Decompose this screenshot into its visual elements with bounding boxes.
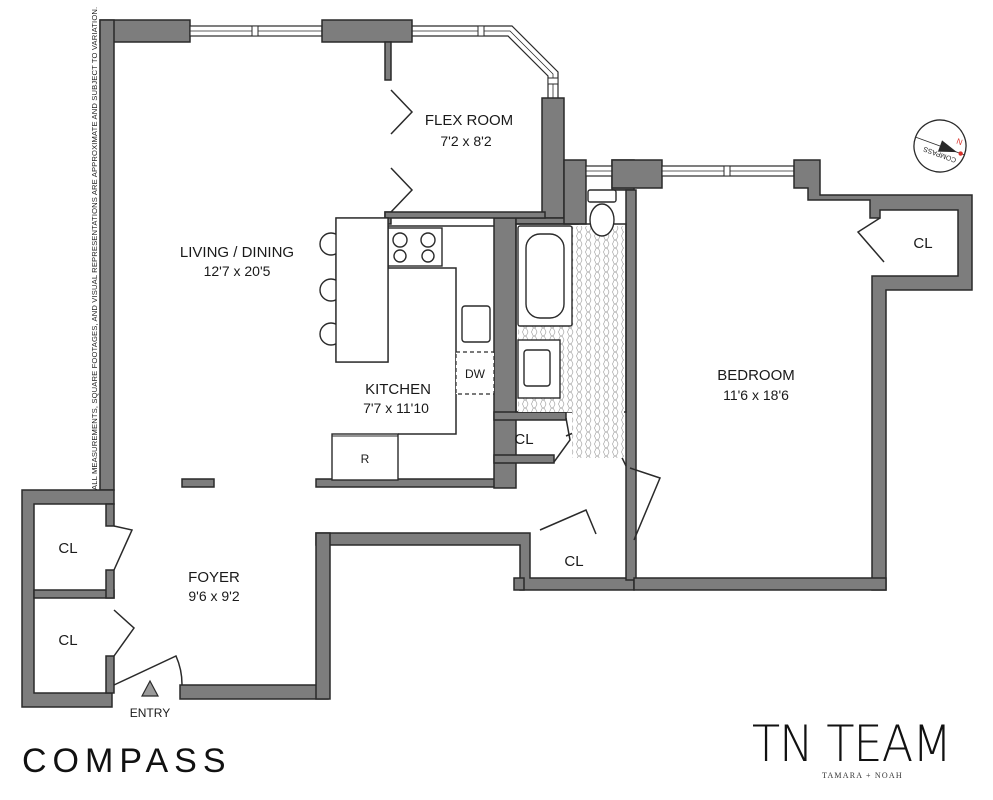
foyer-dims: 9'6 x 9'2 — [188, 588, 239, 604]
wall-flex-east — [541, 97, 565, 219]
window-bedroom — [661, 165, 795, 177]
disclaimer-text: ALL MEASUREMENTS, SQUARE FOOTAGES, AND V… — [90, 6, 99, 490]
kitchen-name: KITCHEN — [365, 381, 431, 398]
wall-bedroom-east — [793, 159, 973, 591]
foyer-closet-bottom-label: CL — [58, 632, 77, 649]
window-living — [189, 25, 323, 37]
kitchen-sink — [461, 305, 491, 343]
wall-bath-closet-top — [493, 411, 567, 421]
toilet-bowl — [589, 203, 615, 237]
bedroom-dims: 11'6 x 18'6 — [723, 387, 789, 403]
window-flex — [412, 25, 559, 98]
wall-flex-south — [384, 211, 546, 219]
island-top — [335, 217, 389, 363]
wall-foyer-closet-a — [105, 503, 115, 527]
kitchen-fixtures — [319, 217, 495, 481]
team-logo-subtitle: TAMARA + NOAH — [822, 771, 903, 780]
wall-top-mid — [321, 19, 413, 43]
dishwasher — [455, 351, 495, 395]
room-labels: FLEX ROOM 7'2 x 8'2 LIVING / DINING 12'7… — [58, 112, 932, 720]
burner-3 — [393, 249, 407, 263]
wall-bath-closet-bottom — [493, 454, 555, 464]
refrigerator-label: R — [361, 452, 370, 466]
entry-arrow-icon — [141, 679, 159, 697]
living-dining-name: LIVING / DINING — [180, 244, 294, 261]
bedroom-closet-label: CL — [913, 235, 932, 252]
flex-room-dims: 7'2 x 8'2 — [440, 133, 491, 149]
wall-south-mid — [315, 532, 635, 591]
burner-1 — [392, 232, 408, 248]
burner-2 — [420, 232, 436, 248]
wall-bedroom-west — [625, 189, 637, 581]
bath-closet-label: CL — [514, 431, 533, 448]
compass-north-label: N — [955, 137, 964, 148]
toilet-tank — [587, 189, 617, 203]
wall-bedroom-top-left — [611, 159, 663, 189]
bathroom — [517, 189, 624, 458]
bath-tile-floor — [572, 226, 624, 458]
bedroom-name: BEDROOM — [717, 367, 795, 384]
dishwasher-label: DW — [465, 367, 486, 381]
bathtub-basin — [525, 233, 565, 319]
wall-kitchen-east — [493, 217, 517, 489]
entry-label: ENTRY — [130, 706, 170, 720]
hall-closet-label: CL — [564, 553, 583, 570]
burner-4 — [421, 249, 435, 263]
wall-bedroom-south — [633, 577, 887, 591]
compass-logo: COMPASS — [22, 742, 232, 780]
refrigerator — [331, 433, 399, 481]
foyer-name: FOYER — [188, 569, 240, 586]
living-dining-dims: 12'7 x 20'5 — [204, 263, 271, 279]
wall-foyer-closet-c — [105, 655, 115, 694]
flex-room-name: FLEX ROOM — [425, 112, 513, 129]
wall-hall-closet — [513, 577, 525, 591]
wall-foyer-closet-divider — [33, 589, 115, 599]
wall-foyer-closet-b — [105, 569, 115, 599]
wall-foyer-west — [21, 489, 115, 708]
compass-rose-icon: N COMPASS — [913, 119, 967, 173]
kitchen-dims: 7'7 x 11'10 — [363, 400, 429, 416]
wall-foyer-east — [315, 532, 331, 700]
wall-bath-nw — [563, 159, 587, 225]
wall-west — [99, 19, 115, 491]
walls — [21, 19, 973, 708]
wall-living-stub — [181, 478, 215, 488]
team-logo-title: TN TEAM — [752, 715, 952, 773]
window-bath — [585, 165, 613, 177]
wall-bottom — [179, 684, 329, 700]
wall-flex-west-top — [384, 41, 392, 81]
foyer-closet-top-label: CL — [58, 540, 77, 557]
bath-sink — [523, 349, 551, 387]
